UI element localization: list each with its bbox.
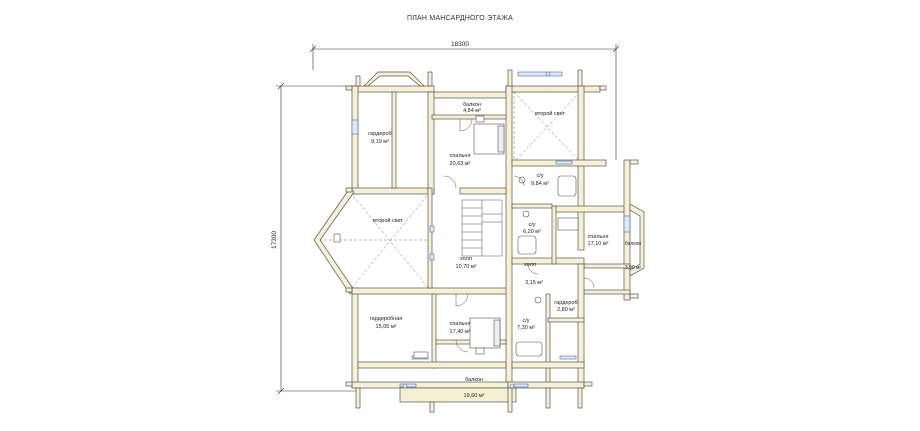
balcony-top-name: балкон (463, 102, 481, 108)
wardrobe-top-name: гардероб (368, 131, 391, 137)
dimension-width (309, 44, 620, 160)
balcony-bottom-name: балкон (465, 377, 483, 383)
dimension-height-label: 17300 (271, 231, 278, 249)
dimension-height (276, 82, 360, 395)
balcony-right-name: балкон (625, 241, 641, 247)
bath-top-area: 9,84 м² (531, 181, 549, 187)
bath-bottom-name: с/у (522, 318, 529, 324)
balcony-bottom-area: 19,60 м² (464, 393, 485, 399)
dressing-area: 15,05 м² (376, 324, 397, 330)
wardrobe-right-name: гардероб (554, 300, 577, 306)
staircase (461, 199, 503, 257)
bedroom-right-name: спальня (588, 234, 609, 240)
bath-bottom-area: 7,30 м² (517, 325, 535, 331)
wardrobe-top-area: 9,19 м² (371, 139, 389, 145)
log-walls (313, 69, 645, 413)
bath-top-name: с/у (536, 173, 543, 179)
hall-small-area: 3,15 м² (525, 280, 543, 286)
plan-title: ПЛАН МАНСАРДНОГО ЭТАЖА (407, 15, 513, 22)
room-labels: балкон 4,84 м² гардероб 9,19 м² спальня … (368, 102, 641, 399)
bath-mid-name: с/у (528, 222, 535, 228)
hall-name: холл (460, 256, 472, 262)
void-top-diagonals (513, 91, 581, 163)
wardrobe-right-area: 2,80 м² (557, 307, 575, 313)
void-top-name: второй свет (535, 110, 566, 117)
dimension-width-label: 18300 (451, 41, 469, 48)
balcony-top-area: 4,84 м² (463, 108, 481, 114)
bath-mid-area: 6,20 м² (523, 229, 541, 235)
doors (443, 118, 595, 353)
void-left-name: второй свет (373, 217, 404, 224)
bedroom-top-name: спальня (450, 153, 471, 159)
void-left-diagonals (314, 191, 431, 291)
bedroom-bottom-name: спальня (450, 321, 471, 327)
hall-small-name: холл (524, 262, 536, 268)
bedroom-right-area: 17,10 м² (588, 241, 609, 247)
bedroom-top-area: 20,63 м² (450, 161, 471, 167)
bedroom-bottom-area: 17,40 м² (450, 329, 471, 335)
dressing-name: гардеробная (370, 316, 403, 322)
windows (351, 71, 631, 389)
furniture (333, 115, 579, 359)
balcony-right-area: 3,90 м² (625, 265, 642, 271)
hall-area: 10,70 м² (456, 264, 477, 270)
